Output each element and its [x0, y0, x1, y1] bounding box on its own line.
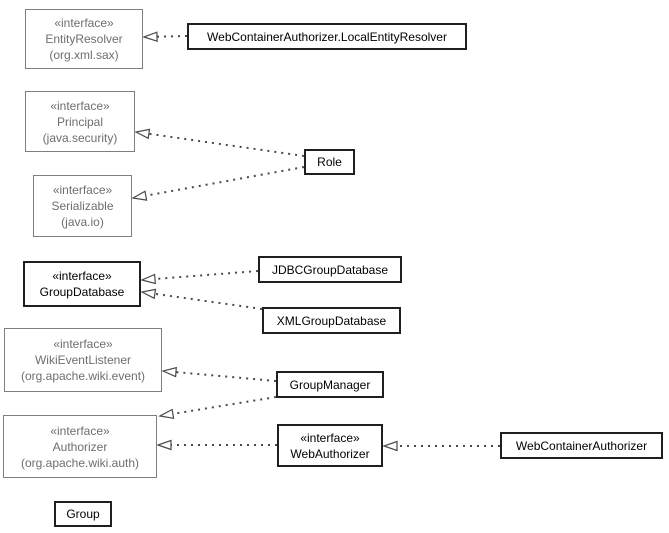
class-name-label: Serializable — [51, 199, 114, 213]
class-name-label: Authorizer — [52, 439, 108, 454]
interface-groupdatabase-node[interactable]: «interface» GroupDatabase — [23, 261, 141, 307]
class-name-label: WebContainerAuthorizer.LocalEntityResolv… — [207, 29, 447, 44]
class-group-node[interactable]: Group — [54, 501, 112, 527]
realization-arrowhead-web_authorizer — [382, 440, 398, 452]
class-name-label: WikiEventListener — [34, 353, 132, 367]
class-name-label: WebAuthorizer — [290, 446, 370, 461]
class-name-label: Role — [317, 155, 342, 169]
class-name-label: XMLGroupDatabase — [276, 313, 387, 328]
edge-xml_group_database-to-group_database — [154, 292, 263, 310]
edge-group_manager-to-authorizer — [172, 396, 277, 415]
class-name-label: Principal — [56, 114, 104, 129]
stereotype-label: «interface» — [54, 16, 114, 30]
realization-arrowhead-group_database — [140, 288, 157, 300]
class-name-label: Group — [66, 507, 100, 521]
stereotype-label: «interface» — [50, 423, 110, 438]
edge-role-to-serializable — [145, 166, 305, 197]
interface-authorizer-node[interactable]: «interface» Authorizer (org.apache.wiki.… — [3, 415, 157, 478]
realization-arrowhead-principal — [134, 128, 151, 140]
package-label: (org.apache.wiki.auth) — [20, 455, 140, 470]
class-name-label: WebContainerAuthorizer — [515, 438, 648, 453]
class-webcontainerauthorizer-node[interactable]: WebContainerAuthorizer — [500, 432, 663, 459]
edge-jdbc_group_database-to-group_database — [154, 270, 259, 280]
class-jdbcgroupdatabase-node[interactable]: JDBCGroupDatabase — [258, 256, 402, 283]
class-name-label: JDBCGroupDatabase — [271, 262, 389, 277]
stereotype-label: «interface» — [52, 183, 113, 197]
class-name-label: EntityResolver — [45, 32, 123, 46]
class-name-label: GroupDatabase — [39, 285, 125, 299]
realization-arrowhead-group_database — [140, 273, 156, 285]
realization-arrowhead-authorizer — [158, 408, 175, 420]
stereotype-label: «interface» — [50, 98, 110, 113]
package-label: (org.xml.sax) — [49, 48, 119, 62]
realization-arrowhead-wiki_event_listener — [161, 366, 177, 378]
stereotype-label: «interface» — [300, 430, 360, 445]
class-groupmanager-node[interactable]: GroupManager — [276, 371, 384, 398]
edge-role-to-principal — [148, 132, 305, 157]
class-role-node[interactable]: Role — [304, 149, 355, 175]
edge-group_manager-to-wiki_event_listener — [175, 371, 277, 382]
interface-entityresolver-node[interactable]: «interface» EntityResolver (org.xml.sax) — [25, 9, 143, 69]
stereotype-label: «interface» — [53, 337, 113, 351]
package-label: (java.io) — [61, 215, 104, 229]
interface-wikieventlistener-node[interactable]: «interface» WikiEventListener (org.apach… — [4, 328, 162, 392]
interface-webauthorizer-node[interactable]: «interface» WebAuthorizer — [277, 424, 383, 467]
class-localentityresolver-node[interactable]: WebContainerAuthorizer.LocalEntityResolv… — [187, 23, 467, 50]
package-label: (org.apache.wiki.event) — [20, 369, 146, 383]
realization-arrowhead-serializable — [131, 190, 148, 201]
interface-principal-node[interactable]: «interface» Principal (java.security) — [25, 91, 135, 152]
interface-serializable-node[interactable]: «interface» Serializable (java.io) — [33, 175, 132, 237]
realization-arrowhead-authorizer — [156, 439, 172, 451]
edge-local_entity_resolver-to-entity_resolver — [156, 35, 188, 38]
stereotype-label: «interface» — [52, 269, 112, 283]
class-name-label: GroupManager — [289, 377, 371, 392]
package-label: (java.security) — [42, 130, 118, 145]
realization-arrowhead-entity_resolver — [142, 31, 158, 43]
class-xmlgroupdatabase-node[interactable]: XMLGroupDatabase — [262, 307, 401, 334]
